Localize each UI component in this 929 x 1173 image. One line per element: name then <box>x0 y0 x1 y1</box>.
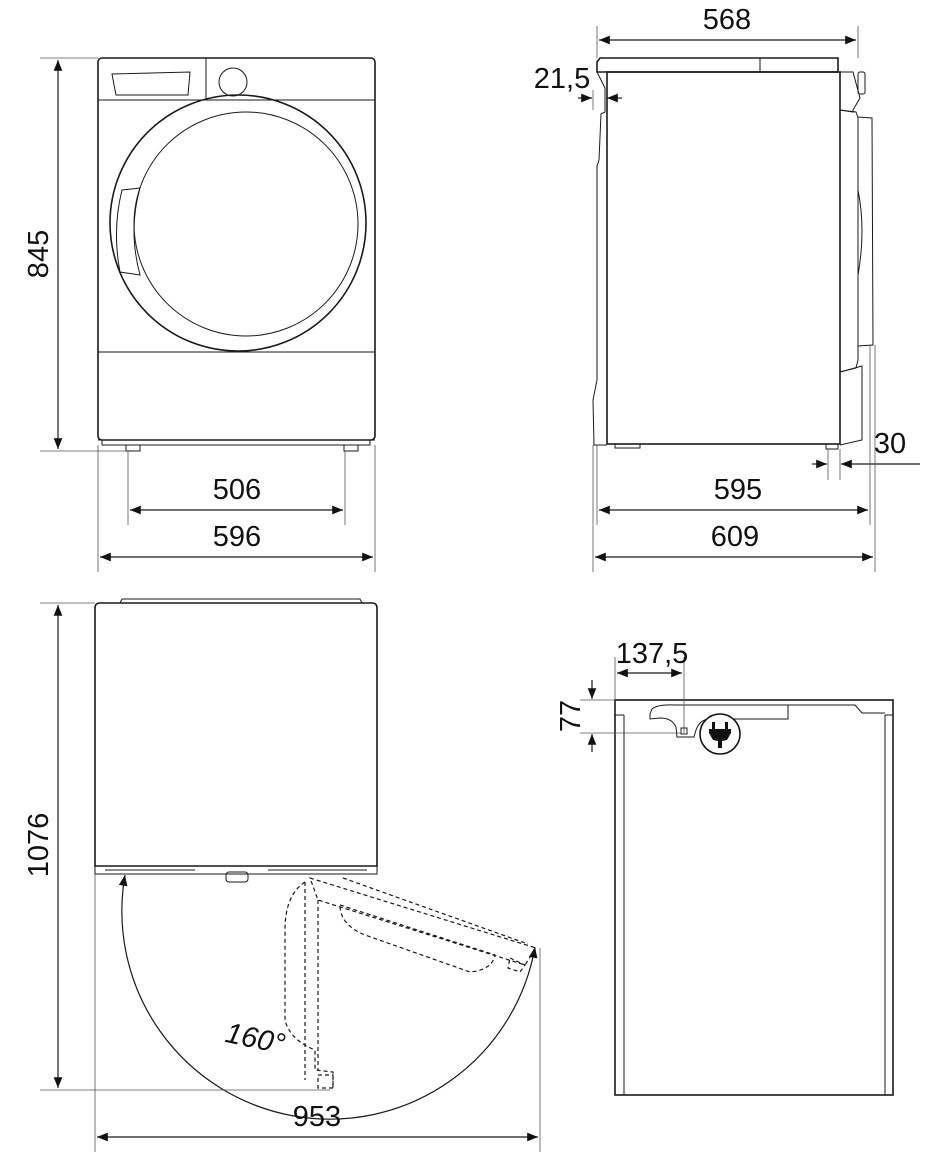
front-height-label: 845 <box>23 230 55 278</box>
plug-offset-x-label: 137,5 <box>616 638 689 670</box>
door-angle-label: 160° <box>223 1017 288 1061</box>
door-handle <box>115 187 141 276</box>
back-offset-label: 21,5 <box>534 63 590 95</box>
foot-offset-label: 30 <box>874 428 906 460</box>
control-display <box>111 71 191 96</box>
top-depth-label: 568 <box>703 4 751 36</box>
program-knob <box>218 67 248 97</box>
foot-right <box>343 444 359 452</box>
front-width-label: 596 <box>213 521 261 553</box>
front-view: 845 506 596 <box>23 57 376 572</box>
rear-view: 137,5 77 <box>555 638 894 1096</box>
open-depth-label: 1076 <box>23 813 55 878</box>
power-plug-icon <box>699 713 741 755</box>
feet-spacing-label: 506 <box>213 474 261 506</box>
body-depth-label: 595 <box>714 474 762 506</box>
door-outer <box>109 94 367 352</box>
open-width-label: 953 <box>293 1101 341 1133</box>
door-inner <box>133 111 359 337</box>
total-depth-label: 609 <box>711 521 759 553</box>
side-view: 568 21,5 30 595 609 <box>534 4 920 572</box>
foot-left <box>125 444 141 452</box>
top-view: 160° 1076 953 <box>23 598 541 1152</box>
plug-offset-y-label: 77 <box>555 700 587 732</box>
